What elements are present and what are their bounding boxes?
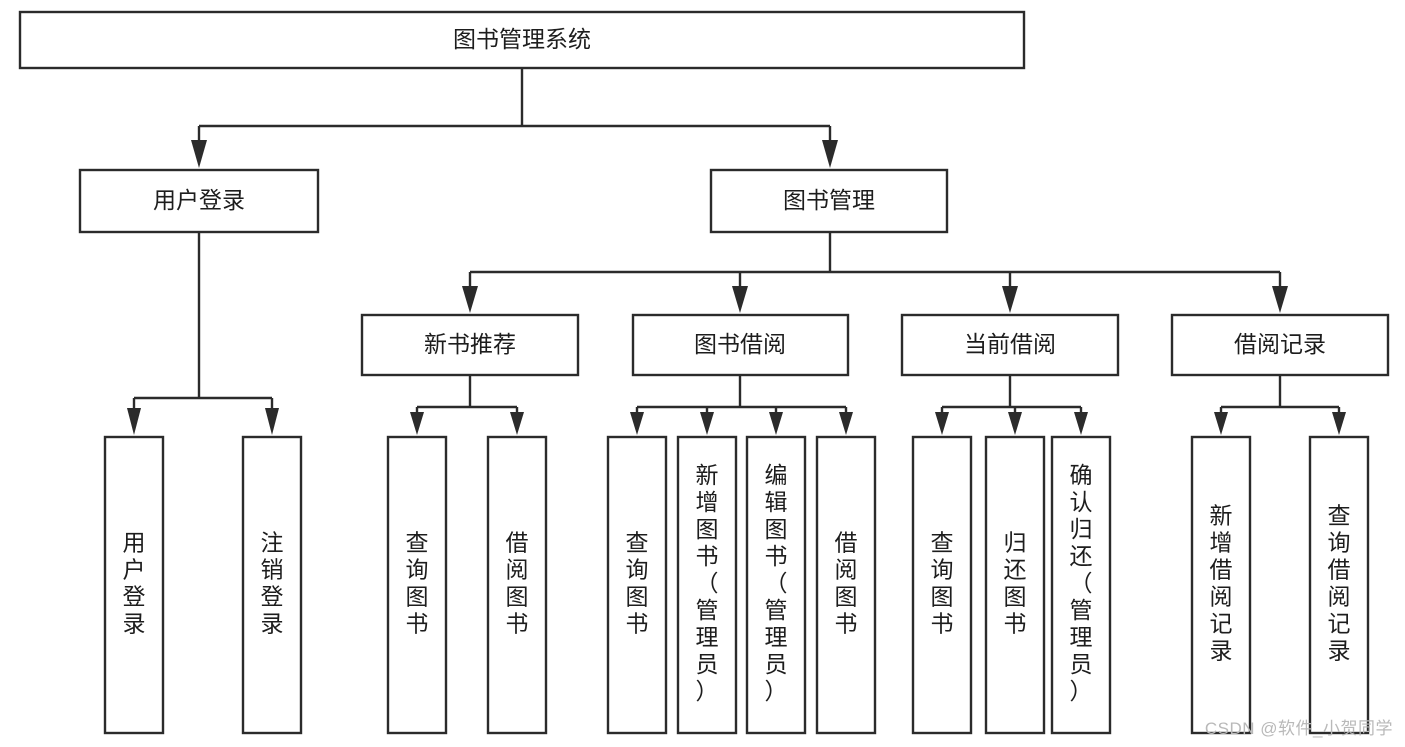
arrow-head-icon — [839, 412, 853, 435]
node-leaf-user-login-box[interactable] — [103, 435, 165, 735]
node-current-borrow[interactable]: 当前借阅 — [900, 313, 1120, 377]
node-leaf-confirm-return-box[interactable] — [1050, 435, 1112, 735]
arrow-head-icon — [1272, 286, 1288, 313]
node-leaf-logout-label: 注销登录 — [261, 530, 284, 637]
node-leaf-add-book[interactable]: 新增图书（管理员） — [676, 435, 738, 735]
node-leaf-add-book-box[interactable] — [676, 435, 738, 735]
node-leaf-query-book-3-box[interactable] — [911, 435, 973, 735]
arrow-head-icon — [1008, 412, 1022, 435]
arrow-head-icon — [265, 408, 279, 435]
arrow-head-icon — [935, 412, 949, 435]
node-leaf-edit-book[interactable]: 编辑图书（管理员） — [745, 435, 807, 735]
leaf-node-layer: 用户登录 注销登录 查询图书 借阅图书 查询图书 新增图书（管理员） 编辑图书（管理员） 借阅… — [103, 435, 1370, 735]
node-root-box[interactable] — [18, 10, 1026, 70]
node-book-manage-box[interactable] — [709, 168, 949, 234]
node-leaf-query-book-1-box[interactable] — [386, 435, 448, 735]
node-borrow-record[interactable]: 借阅记录 — [1170, 313, 1390, 377]
node-leaf-user-login[interactable]: 用户登录 — [103, 435, 165, 735]
node-leaf-add-record[interactable]: 新增借阅记录 — [1190, 435, 1252, 735]
node-leaf-add-record-box[interactable] — [1190, 435, 1252, 735]
node-current-borrow-box[interactable] — [900, 313, 1120, 377]
connector-group-new-book-recommend — [410, 375, 524, 435]
node-book-borrow-box[interactable] — [631, 313, 850, 377]
node-leaf-edit-book-label: 编辑图书（管理员） — [765, 462, 788, 704]
node-leaf-borrow-book-1-label: 借阅图书 — [506, 530, 529, 637]
arrow-head-icon — [1332, 412, 1346, 435]
node-leaf-add-record-label: 新增借阅记录 — [1210, 503, 1233, 664]
arrow-head-icon — [191, 140, 207, 168]
node-leaf-query-book-1-label: 查询图书 — [406, 530, 429, 637]
node-leaf-query-record[interactable]: 查询借阅记录 — [1308, 435, 1370, 735]
connector-group-book-manage — [462, 232, 1288, 313]
node-leaf-edit-book-box[interactable] — [745, 435, 807, 735]
node-leaf-user-login-label: 用户登录 — [123, 530, 146, 637]
node-book-manage[interactable]: 图书管理 — [709, 168, 949, 234]
node-leaf-borrow-book-1[interactable]: 借阅图书 — [486, 435, 548, 735]
node-leaf-confirm-return[interactable]: 确认归还（管理员） — [1050, 435, 1112, 735]
node-borrow-record-box[interactable] — [1170, 313, 1390, 377]
arrow-head-icon — [127, 408, 141, 435]
node-leaf-borrow-book-1-box[interactable] — [486, 435, 548, 735]
node-leaf-query-book-3-label: 查询图书 — [931, 530, 954, 637]
node-leaf-query-record-label: 查询借阅记录 — [1328, 503, 1351, 664]
node-borrow-record-label: 借阅记录 — [1234, 331, 1326, 357]
arrow-head-icon — [462, 286, 478, 313]
node-leaf-query-book-3[interactable]: 查询图书 — [911, 435, 973, 735]
node-leaf-query-book-2-label: 查询图书 — [626, 530, 649, 637]
connector-group-book-borrow — [630, 375, 853, 435]
watermark-text: CSDN @软件_小贺同学 — [1204, 719, 1393, 738]
connector-group-borrow-record — [1214, 375, 1346, 435]
node-leaf-borrow-book-2-label: 借阅图书 — [835, 530, 858, 637]
node-book-borrow-label: 图书借阅 — [694, 331, 786, 357]
node-new-book-recommend-label: 新书推荐 — [424, 331, 516, 357]
node-leaf-return-book-box[interactable] — [984, 435, 1046, 735]
node-book-borrow[interactable]: 图书借阅 — [631, 313, 850, 377]
arrow-head-icon — [732, 286, 748, 313]
arrow-head-icon — [630, 412, 644, 435]
node-leaf-query-book-2-box[interactable] — [606, 435, 668, 735]
node-root[interactable]: 图书管理系统 — [18, 10, 1026, 70]
node-user-login[interactable]: 用户登录 — [78, 168, 320, 234]
node-root-label: 图书管理系统 — [453, 26, 591, 52]
arrow-head-icon — [700, 412, 714, 435]
node-book-manage-label: 图书管理 — [783, 187, 875, 213]
node-leaf-logout[interactable]: 注销登录 — [241, 435, 303, 735]
arrow-head-icon — [410, 412, 424, 435]
node-leaf-query-book-1[interactable]: 查询图书 — [386, 435, 448, 735]
node-leaf-query-record-box[interactable] — [1308, 435, 1370, 735]
connector-group-root — [191, 68, 838, 168]
arrow-head-icon — [822, 140, 838, 168]
node-user-login-label: 用户登录 — [153, 187, 245, 213]
node-leaf-logout-box[interactable] — [241, 435, 303, 735]
node-new-book-recommend-box[interactable] — [360, 313, 580, 377]
node-user-login-box[interactable] — [78, 168, 320, 234]
arrow-head-icon — [769, 412, 783, 435]
node-leaf-borrow-book-2-box[interactable] — [815, 435, 877, 735]
node-current-borrow-label: 当前借阅 — [964, 331, 1056, 357]
arrow-head-icon — [1074, 412, 1088, 435]
connector-group-user-login — [127, 232, 279, 435]
node-leaf-add-book-label: 新增图书（管理员） — [696, 462, 719, 704]
node-leaf-confirm-return-label: 确认归还（管理员） — [1070, 462, 1093, 704]
node-new-book-recommend[interactable]: 新书推荐 — [360, 313, 580, 377]
node-leaf-return-book-label: 归还图书 — [1004, 530, 1027, 637]
arrow-head-icon — [1002, 286, 1018, 313]
arrow-head-icon — [1214, 412, 1228, 435]
arrow-head-icon — [510, 412, 524, 435]
node-leaf-return-book[interactable]: 归还图书 — [984, 435, 1046, 735]
connector-group-current-borrow — [935, 375, 1088, 435]
node-leaf-query-book-2[interactable]: 查询图书 — [606, 435, 668, 735]
node-leaf-borrow-book-2[interactable]: 借阅图书 — [815, 435, 877, 735]
